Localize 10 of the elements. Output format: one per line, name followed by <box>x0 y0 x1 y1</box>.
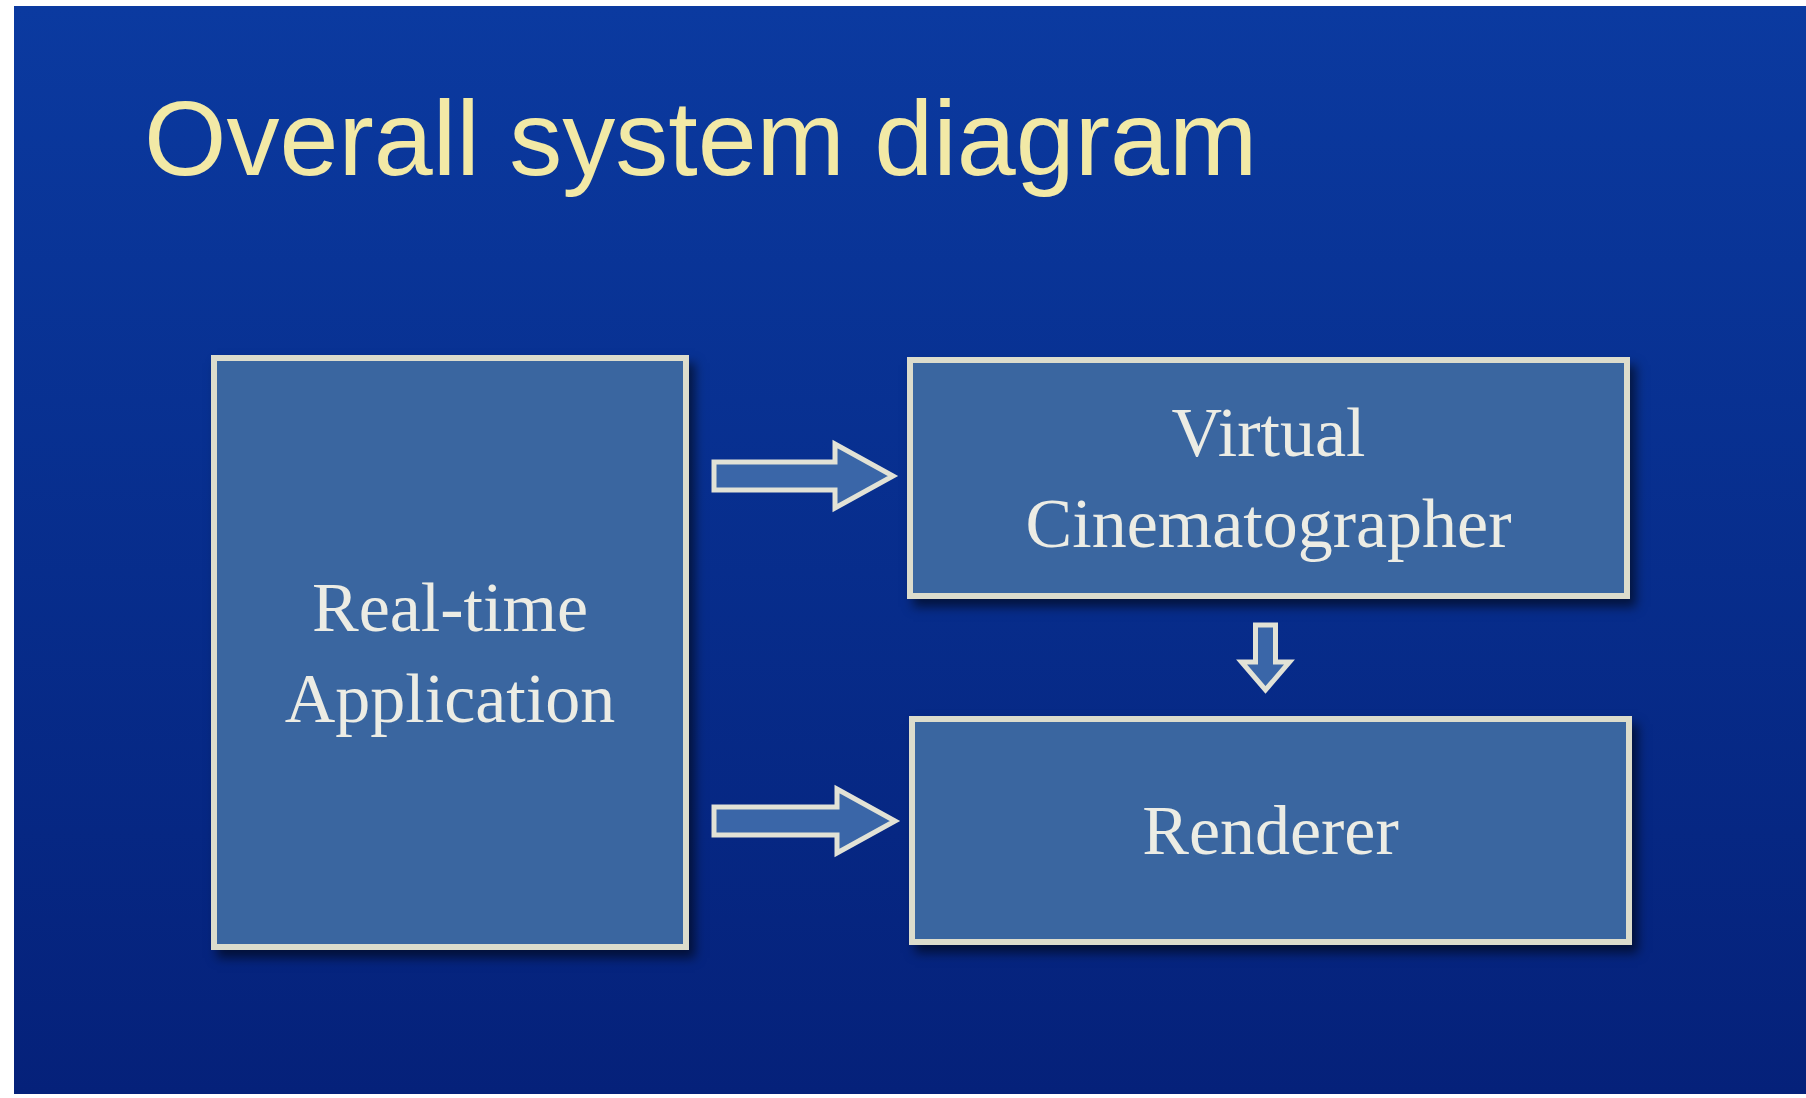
process-box <box>907 357 1630 599</box>
box-label: Virtual Cinematographer <box>1024 393 1513 564</box>
box-label: Renderer <box>1142 791 1399 871</box>
block-arrow <box>1236 622 1295 694</box>
block-arrow <box>711 439 899 513</box>
block-arrow <box>711 784 901 858</box>
box-label: Real-time Application <box>283 567 617 739</box>
process-box <box>211 355 689 950</box>
title: Overall system diagram <box>144 80 1258 197</box>
process-box <box>909 716 1632 945</box>
